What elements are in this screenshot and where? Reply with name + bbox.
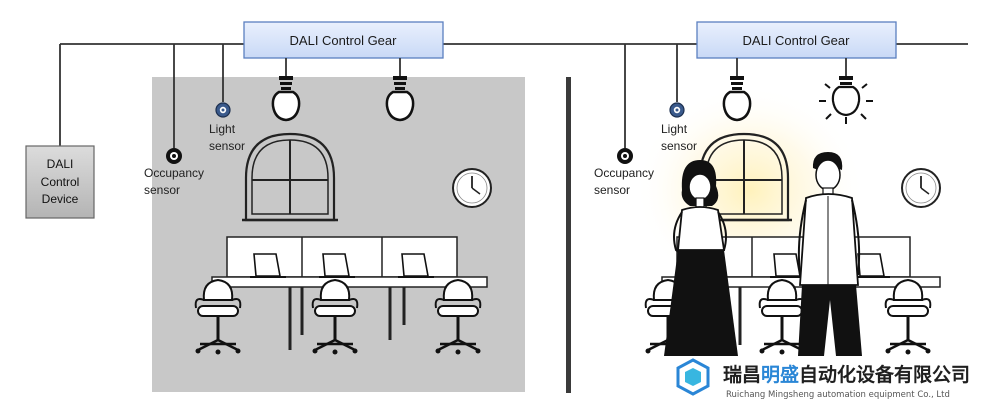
woman-figure bbox=[664, 160, 738, 356]
right-clock-icon bbox=[901, 168, 941, 208]
device-label-line2: Control bbox=[41, 175, 80, 189]
device-label-line3: Device bbox=[42, 192, 79, 206]
device-label-line1: DALI bbox=[47, 157, 74, 171]
right-bulb-2-lit-icon bbox=[819, 76, 873, 124]
right-light-label-1: Light bbox=[661, 122, 688, 136]
left-bulb-1-icon bbox=[271, 76, 301, 122]
left-desks bbox=[211, 236, 488, 350]
left-occupancy-label-2: sensor bbox=[144, 183, 180, 197]
left-light-sensor-icon bbox=[215, 102, 231, 118]
right-chair-3 bbox=[884, 278, 932, 356]
left-window-icon bbox=[242, 132, 338, 222]
left-clock-icon bbox=[452, 168, 492, 208]
right-light-label-2: sensor bbox=[661, 139, 697, 153]
left-gear-label: DALI Control Gear bbox=[290, 33, 398, 48]
left-occupancy-label-1: Occupancy bbox=[144, 166, 204, 180]
right-light-sensor-icon bbox=[669, 102, 685, 118]
brand-chinese-name: 瑞昌明盛自动化设备有限公司 bbox=[723, 363, 970, 386]
right-gear-label: DALI Control Gear bbox=[743, 33, 851, 48]
left-light-label-2: sensor bbox=[209, 139, 245, 153]
dali-control-device: DALI Control Device bbox=[25, 145, 95, 219]
brand-english-name: Ruichang Mingsheng automation equipment … bbox=[726, 390, 950, 400]
right-occupancy-label-1: Occupancy bbox=[594, 166, 654, 180]
man-figure bbox=[797, 152, 862, 356]
left-light-label-1: Light bbox=[209, 122, 236, 136]
left-control-gear: DALI Control Gear bbox=[243, 21, 444, 59]
right-occupancy-label-2: sensor bbox=[594, 183, 630, 197]
left-occupancy-sensor-icon bbox=[166, 148, 182, 164]
scene-divider bbox=[566, 77, 571, 393]
right-occupancy-sensor-icon bbox=[617, 148, 633, 164]
brand-logo-icon bbox=[676, 358, 710, 396]
left-room-background bbox=[152, 77, 525, 392]
right-control-gear: DALI Control Gear bbox=[696, 21, 897, 59]
left-bulb-2-icon bbox=[385, 76, 415, 122]
right-bulb-1-icon bbox=[722, 76, 752, 122]
